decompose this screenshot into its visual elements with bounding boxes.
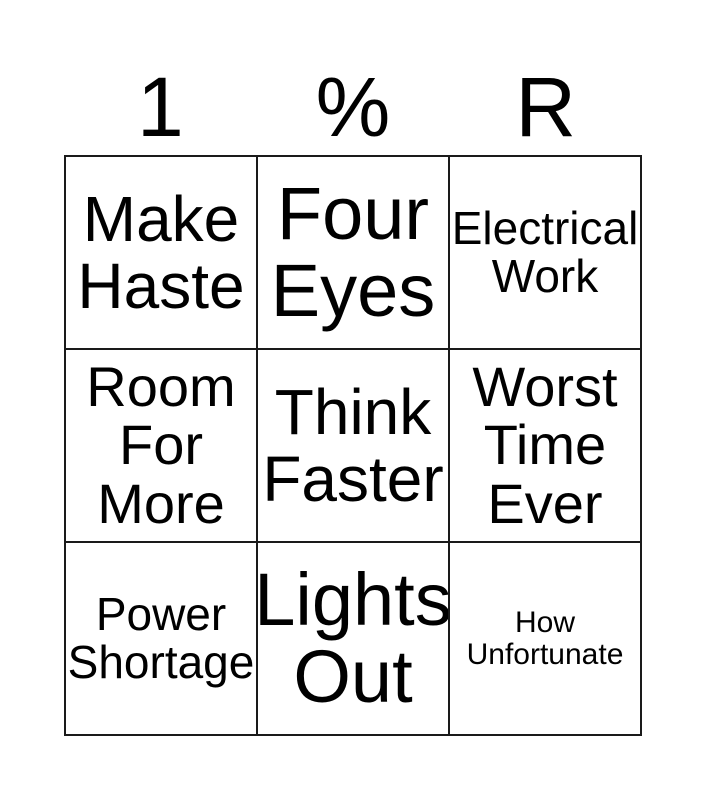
bingo-cell-r3c3[interactable]: How Unfortunate [450,543,642,736]
header-letter-3: R [515,60,577,154]
bingo-grid: Make Haste Four Eyes Electrical Work Roo… [64,155,642,736]
bingo-cell-r2c2[interactable]: Think Faster [258,350,450,543]
bingo-cell-r3c1[interactable]: Power Shortage [66,543,258,736]
bingo-header-row: 1 % R [64,62,642,155]
bingo-cell-label: Room For More [86,355,236,535]
bingo-cell-r2c1[interactable]: Room For More [66,350,258,543]
bingo-cell-r2c3[interactable]: Worst Time Ever [450,350,642,543]
bingo-cell-label: Power Shortage [67,587,255,688]
bingo-cell-label: How Unfortunate [466,606,624,671]
bingo-cell-label: Four Eyes [270,171,436,332]
bingo-cell-r1c2[interactable]: Four Eyes [258,157,450,350]
bingo-cell-label: Electrical Work [451,201,639,302]
header-letter-2: % [315,60,391,154]
bingo-cell-label: Lights Out [258,557,450,718]
bingo-cell-r1c3[interactable]: Electrical Work [450,157,642,350]
bingo-cell-r3c2[interactable]: Lights Out [258,543,450,736]
bingo-cell-label: Worst Time Ever [472,355,618,535]
bingo-cell-label: Make Haste [77,182,245,322]
bingo-cell-label: Think Faster [262,375,444,515]
header-letter-1: 1 [136,60,184,154]
bingo-cell-r1c1[interactable]: Make Haste [66,157,258,350]
